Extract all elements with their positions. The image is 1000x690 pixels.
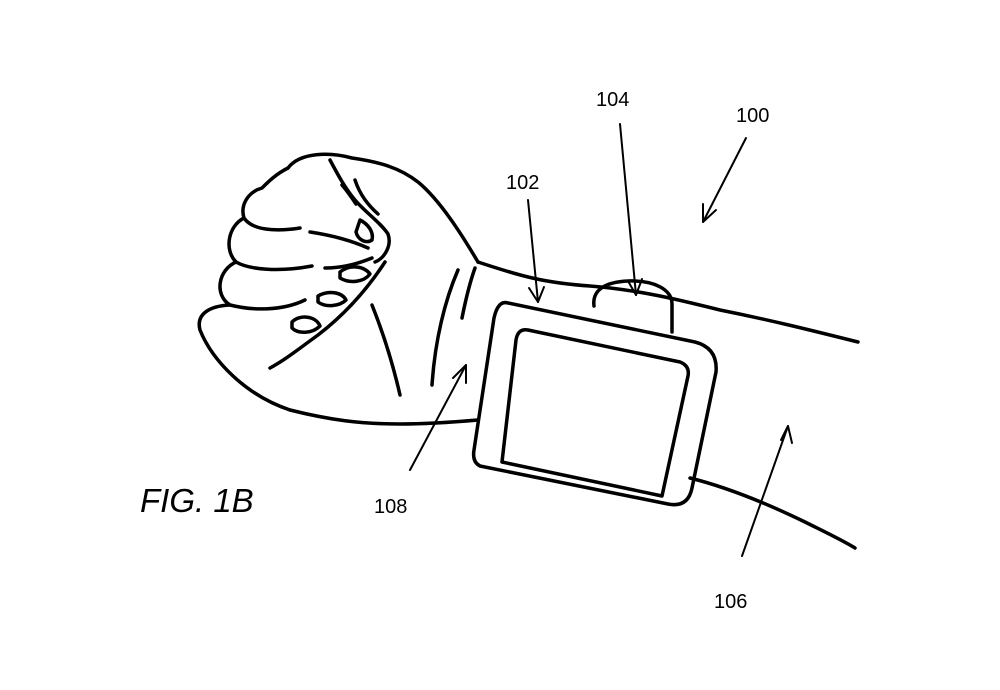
wearable-device: [471, 279, 718, 507]
finger-nail-middle: [338, 265, 372, 284]
thumb-nail: [354, 218, 375, 244]
knuckle-crease: [340, 183, 358, 206]
palm-inner-edge: [268, 260, 387, 370]
figure-title: FIG. 1B: [140, 482, 254, 519]
leader-arrows: [409, 123, 793, 557]
thumb-top-outline: [286, 152, 480, 264]
label-104: 104: [596, 89, 629, 111]
wrist-line-3: [370, 303, 402, 397]
arrow-106: [741, 425, 793, 557]
label-100: 100: [736, 105, 769, 127]
palm-crease-vertical: [353, 178, 380, 216]
arrow-108: [409, 364, 467, 471]
wrist-line-2: [430, 268, 460, 387]
arrow-102: [527, 199, 545, 303]
label-108: 108: [374, 496, 407, 518]
finger-crease-1: [308, 230, 370, 250]
index-knuckle-outline: [241, 166, 302, 232]
middle-finger-outline: [227, 216, 314, 272]
forearm-bottom-edge: [688, 476, 857, 550]
finger-nail-ring: [316, 290, 348, 308]
arrow-100: [702, 137, 747, 223]
wrist-bottom-edge: [288, 408, 480, 426]
thumb-tip-outline: [328, 158, 391, 264]
finger-nail-pinky: [290, 315, 322, 334]
device-display-screen: [500, 327, 691, 498]
hand-fist: [197, 152, 480, 412]
pinky-finger-outline: [197, 303, 292, 412]
label-106: 106: [714, 591, 747, 613]
label-102: 102: [506, 172, 539, 194]
finger-crease-2: [323, 256, 374, 270]
wrist-line-1: [460, 266, 477, 320]
device-outer-body: [471, 300, 718, 507]
arrow-104: [619, 123, 643, 296]
